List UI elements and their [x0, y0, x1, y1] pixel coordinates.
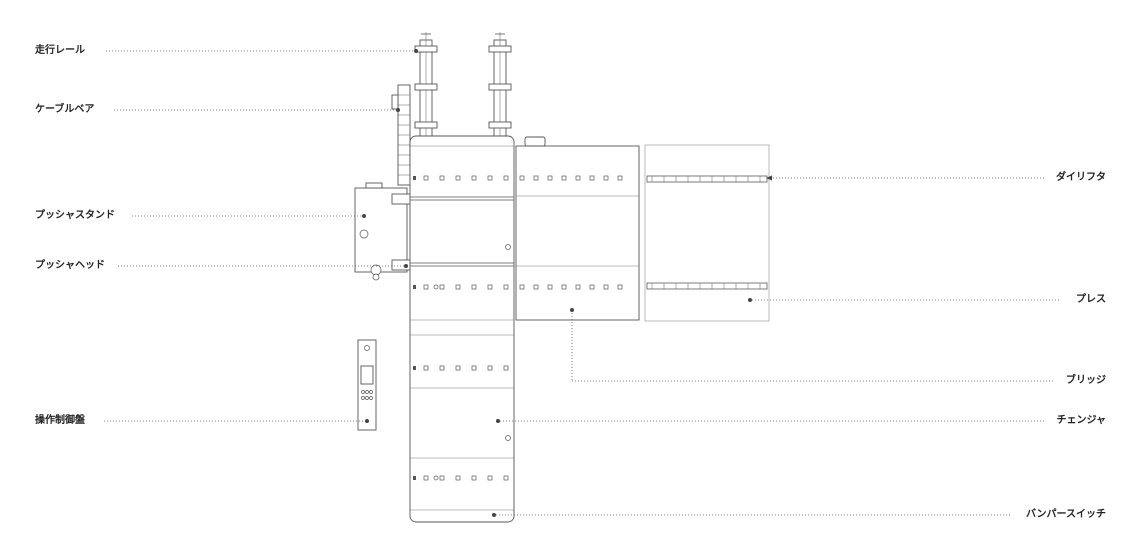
label-changer: チェンジャ — [1056, 415, 1107, 426]
label-pusher-head: プッシャヘッド — [35, 260, 105, 271]
cable-bearer-drawing — [391, 84, 411, 186]
label-bumper-switch: バンパースイッチ — [1026, 509, 1106, 520]
label-press: プレス — [1076, 294, 1106, 305]
travel-rail-drawing — [414, 32, 512, 137]
changer-drawing — [409, 135, 515, 523]
press-drawing — [644, 144, 770, 322]
label-bridge: ブリッジ — [1066, 375, 1106, 386]
label-travel-rail: 走行レール — [35, 45, 85, 56]
label-pusher-stand: プッシャスタンド — [35, 210, 115, 221]
left-leaders — [104, 49, 418, 423]
label-control-panel: 操作制御盤 — [35, 415, 85, 426]
right-leaders — [492, 175, 1060, 517]
bridge-drawing — [515, 136, 640, 321]
label-cable-bearer: ケーブルベア — [35, 104, 95, 115]
control-panel-drawing — [357, 339, 377, 431]
pusher-stand-drawing — [354, 182, 415, 281]
label-die-lifter: ダイリフタ — [1056, 172, 1106, 183]
